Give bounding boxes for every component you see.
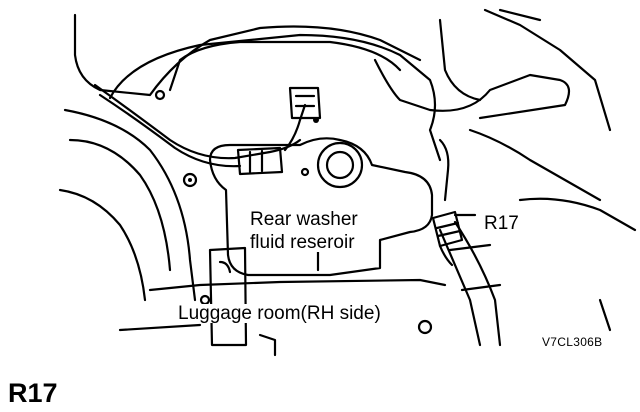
reservoir-cap [316, 141, 364, 189]
panel-outline [108, 33, 442, 162]
location-label: Luggage room(RH side) [176, 303, 383, 324]
reservoir-label-line2: fluid reseroir [248, 232, 357, 253]
connector-label-r17: R17 [482, 213, 521, 234]
pump-connector [236, 146, 284, 176]
upper-connector [288, 86, 322, 120]
figure-code: V7CL306B [542, 335, 603, 349]
luggage-floor [148, 278, 447, 292]
connector-heading: R17 [8, 378, 58, 408]
washer-reservoir [208, 137, 434, 277]
inner-recess [168, 40, 402, 92]
luggage-room-line-drawing [58, 8, 637, 357]
wheel-arch [63, 108, 197, 302]
hinge-arm [373, 58, 571, 120]
wiring-harness [93, 83, 302, 160]
side-rail [438, 220, 502, 347]
upper-body-panel [73, 13, 422, 97]
reservoir-label-line1: Rear washer [248, 209, 360, 230]
